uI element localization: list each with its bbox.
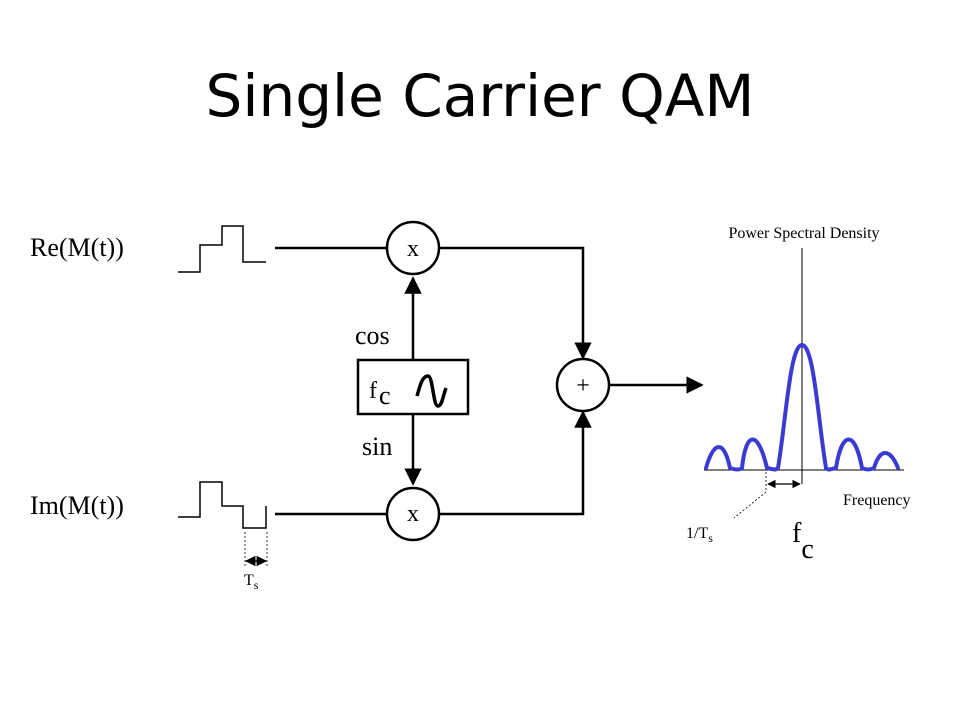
sine-wave-icon [415,374,448,408]
sin-label: sin [362,432,392,461]
im-waveform [178,481,267,529]
oscillator-label: fc [369,378,391,410]
psd-title: Power Spectral Density [728,225,879,242]
top-to-adder-line [439,246,592,360]
re-waveform [178,225,266,273]
oscillator-box [356,358,470,416]
re-input-label: Re(M(t)) [30,233,124,262]
bottom-to-adder-line [439,410,592,516]
im-input-label: Im(M(t)) [30,491,124,520]
cos-label: cos [355,321,390,350]
fc-label: fc [792,518,814,565]
ts-label: Ts [244,572,259,592]
bandwidth-leader [733,491,767,519]
psd-curve [704,343,900,472]
slide-title: Single Carrier QAM [205,62,755,130]
top-multiplier-label: x [407,236,419,262]
bandwidth-label: 1/Ts [686,525,713,545]
adder-label: + [576,373,590,399]
bottom-multiplier-label: x [407,501,419,527]
psd-frequency-label: Frequency [843,492,911,509]
